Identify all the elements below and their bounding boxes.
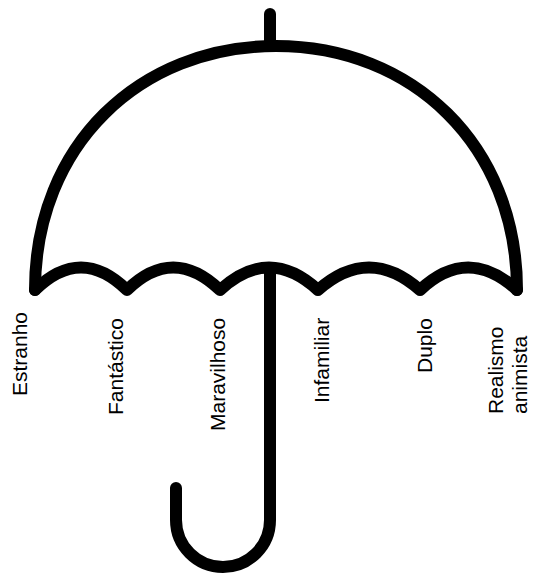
category-label: Realismo animista (484, 318, 532, 414)
umbrella-handle (176, 268, 270, 567)
category-label: Maravilhoso (206, 318, 230, 431)
umbrella-canopy (35, 46, 517, 290)
category-label: Fantástico (104, 318, 128, 415)
category-label: Duplo (413, 318, 437, 373)
category-label: Estranho (8, 312, 32, 396)
category-label: Infamiliar (310, 318, 334, 403)
